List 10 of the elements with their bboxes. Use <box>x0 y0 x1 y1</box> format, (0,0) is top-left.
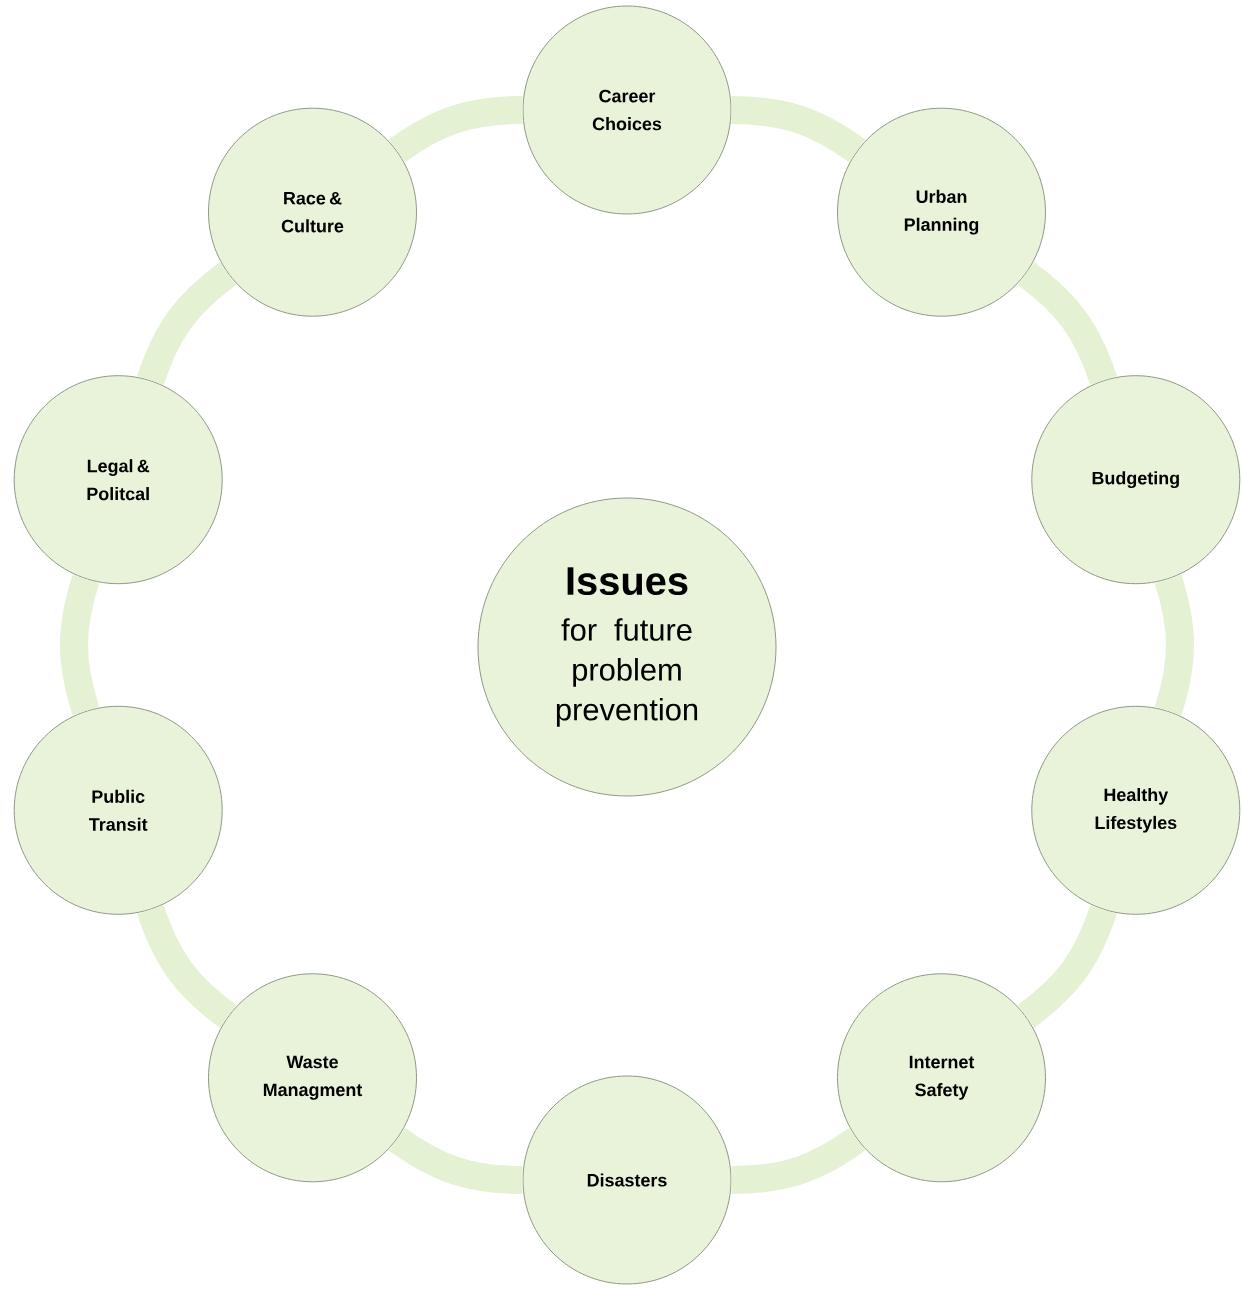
ring-connector <box>731 96 865 163</box>
ring-connector <box>137 905 237 1028</box>
ring-connector <box>60 575 100 715</box>
ring-connector <box>389 96 523 163</box>
ring-connector <box>1017 262 1117 385</box>
ring-connector <box>389 1127 523 1194</box>
ring-connector <box>1154 575 1194 715</box>
ring-connector <box>1017 905 1117 1028</box>
ring-connector <box>731 1127 865 1194</box>
ring-connector <box>137 262 237 385</box>
